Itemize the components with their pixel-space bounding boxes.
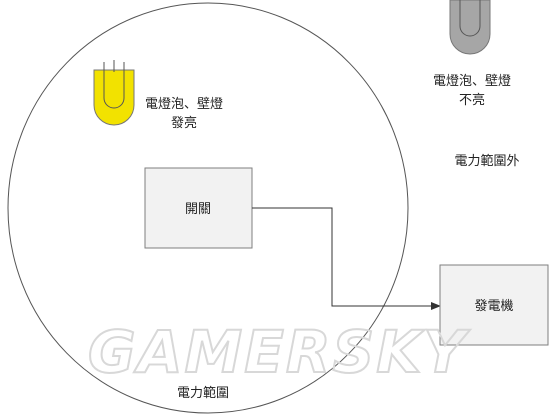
unlit-bulb-icon <box>449 0 491 55</box>
watermark-logo: GAMERSKY <box>88 318 470 386</box>
generator-box <box>439 264 549 346</box>
unlit-bulb-label-line2: 不亮 <box>459 92 485 108</box>
power-range-circle <box>7 2 409 414</box>
lit-bulb-label-line1: 電燈泡、壁燈 <box>145 97 223 112</box>
power-range-label: 電力範圍 <box>177 386 229 401</box>
outside-range-label: 電力範圍外 <box>454 154 519 169</box>
generator-box-label: 發電機 <box>474 299 513 314</box>
connector-arrow <box>252 207 441 310</box>
lit-bulb-label-line2: 發亮 <box>171 115 197 131</box>
switch-box-label: 開關 <box>185 202 211 217</box>
switch-box <box>144 167 253 249</box>
unlit-bulb-label-line1: 電燈泡、壁燈 <box>433 74 511 89</box>
lit-bulb-icon <box>93 60 135 126</box>
